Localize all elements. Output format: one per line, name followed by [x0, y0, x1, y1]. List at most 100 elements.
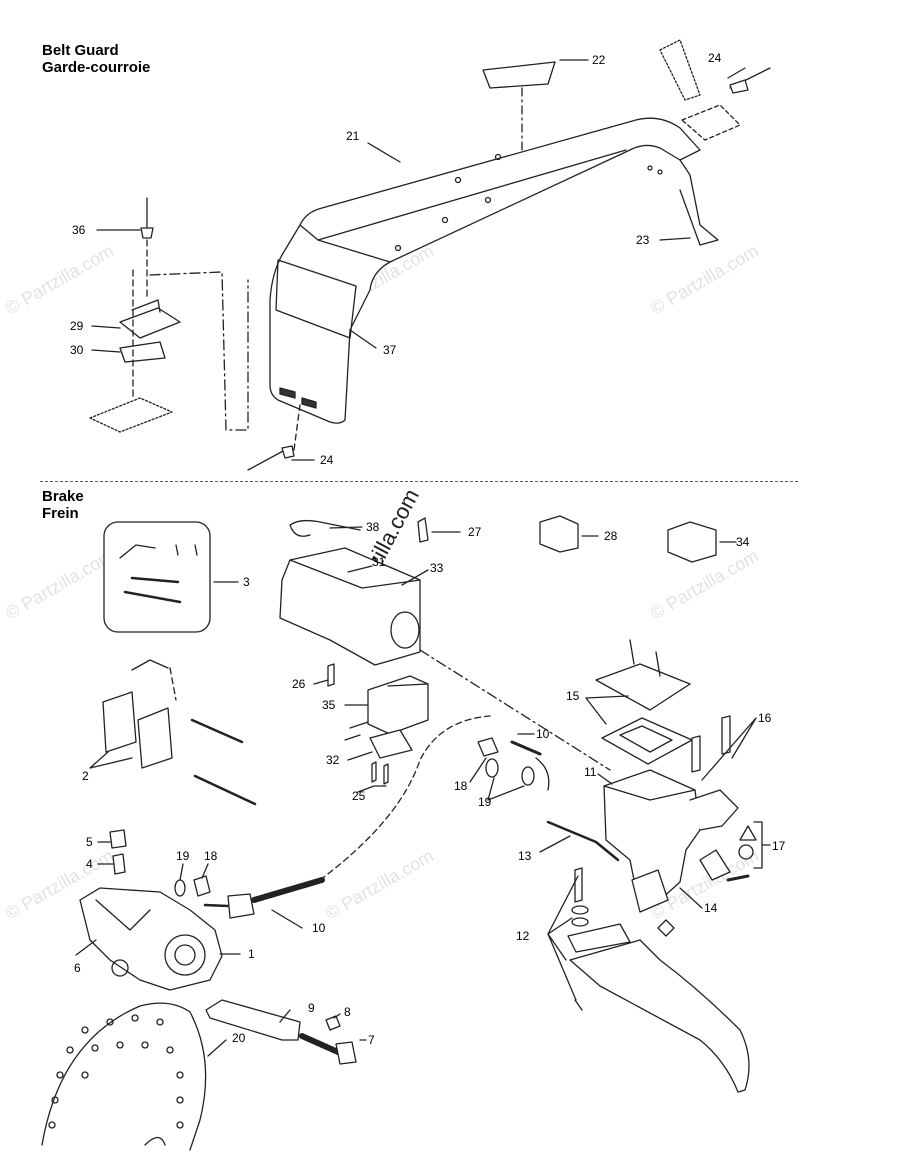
leader-8	[333, 1013, 341, 1019]
leader-19a	[487, 777, 525, 801]
leader-25	[357, 785, 387, 793]
hose-route-dash	[319, 715, 491, 881]
part-20-brake-disc	[41, 1002, 207, 1151]
callout-24b: 24	[320, 453, 334, 467]
leader-16	[701, 717, 757, 781]
section-divider	[40, 481, 798, 482]
callout-16: 16	[758, 711, 772, 725]
callout-29: 29	[70, 319, 84, 333]
watermark-6: © Partzilla.com	[322, 845, 437, 923]
part-12-lever	[567, 867, 750, 1093]
part-14-pivot	[631, 869, 669, 913]
callout-18a: 18	[454, 779, 468, 793]
callout-5: 5	[86, 835, 93, 849]
callout-18b: 18	[204, 849, 218, 863]
part-26-screw	[327, 663, 335, 687]
callout-38: 38	[366, 520, 380, 534]
leader-2	[89, 751, 133, 769]
leader-31	[347, 565, 373, 573]
callout-13: 13	[518, 849, 532, 863]
part-7-bolt	[299, 1033, 357, 1065]
leader-38	[329, 526, 363, 529]
part-1-caliper	[79, 887, 223, 991]
callout-3: 3	[243, 575, 250, 589]
part-31-housing	[279, 547, 421, 666]
part-30-plate	[119, 341, 166, 363]
leader-33	[401, 569, 429, 586]
part-29-bracket	[119, 299, 181, 339]
leader-19b	[179, 863, 184, 881]
callout-31: 31	[372, 555, 386, 569]
callout-21: 21	[346, 129, 360, 143]
part-36-rivet	[140, 197, 154, 301]
part-10-banjo-top	[510, 740, 550, 791]
leader-24a	[727, 67, 746, 79]
callout-11: 11	[584, 765, 597, 779]
part-10-banjo-lower	[203, 877, 325, 919]
callout-27: 27	[468, 525, 482, 539]
callout-19b: 19	[176, 849, 190, 863]
leader-9	[279, 1009, 291, 1023]
callout-1: 1	[248, 947, 255, 961]
callout-14: 14	[704, 901, 718, 915]
leader-20	[207, 1039, 227, 1057]
part-5-cap	[109, 829, 127, 849]
callout-10b: 10	[312, 921, 326, 935]
leader-21	[367, 142, 401, 163]
watermark-3: © Partzilla.com	[2, 545, 117, 623]
callout-2: 2	[82, 769, 89, 783]
leader-14	[679, 887, 703, 909]
callout-8: 8	[344, 1005, 351, 1019]
leader-30	[91, 349, 121, 353]
part-clip-dashed	[681, 104, 741, 141]
part-24-rivet-bottom	[247, 404, 301, 471]
part-4-bleeder	[112, 853, 126, 875]
callout-22: 22	[592, 53, 606, 67]
part-9-bracket	[205, 999, 301, 1041]
leader-32	[347, 751, 373, 761]
leader-23	[659, 237, 691, 241]
leader-6	[75, 939, 97, 956]
callout-25: 25	[352, 789, 366, 803]
watermark-2: © Partzilla.com	[647, 240, 762, 318]
leader-18b	[201, 863, 209, 879]
part-18-bolt-top	[477, 737, 499, 757]
callout-19a: 19	[478, 795, 492, 809]
belt-guard-title: Belt Guard	[42, 42, 119, 59]
leader-15	[585, 695, 629, 725]
part-13-hose	[546, 820, 620, 862]
part-11-master-cylinder	[603, 769, 739, 901]
belt-guard-subtitle: Garde-courroie	[42, 59, 151, 76]
callout-15: 15	[566, 689, 580, 703]
part-34-connector	[667, 521, 717, 563]
callout-9: 9	[308, 1001, 315, 1015]
part-25-screws	[371, 761, 389, 785]
leader-bracket-dash	[149, 271, 249, 431]
callout-37: 37	[383, 343, 397, 357]
part-27-clip	[417, 517, 429, 543]
part-15-cover	[595, 639, 693, 765]
callout-35: 35	[322, 698, 336, 712]
callout-36: 36	[72, 223, 86, 237]
part-35-switch	[344, 675, 429, 741]
part-3-kit	[103, 521, 211, 633]
callout-4: 4	[86, 857, 93, 871]
part-19-washer-lower	[174, 879, 186, 897]
leader-37	[349, 329, 377, 349]
part-28-connector	[539, 515, 579, 553]
callout-28: 28	[604, 529, 618, 543]
part-spring-dashed	[659, 39, 701, 101]
watermark-1: © Partzilla.com	[2, 240, 117, 318]
part-21-belt-guard	[269, 117, 719, 424]
part-2-pads	[102, 659, 257, 806]
callout-7: 7	[368, 1033, 375, 1047]
mounting-surface	[89, 397, 173, 433]
callout-26: 26	[292, 677, 306, 691]
part-32-bracket	[369, 729, 413, 759]
part-22-tag	[482, 61, 556, 89]
part-18-bolt-lower	[193, 875, 211, 897]
part-17-boot	[699, 825, 757, 882]
part-16-screws	[691, 715, 731, 773]
